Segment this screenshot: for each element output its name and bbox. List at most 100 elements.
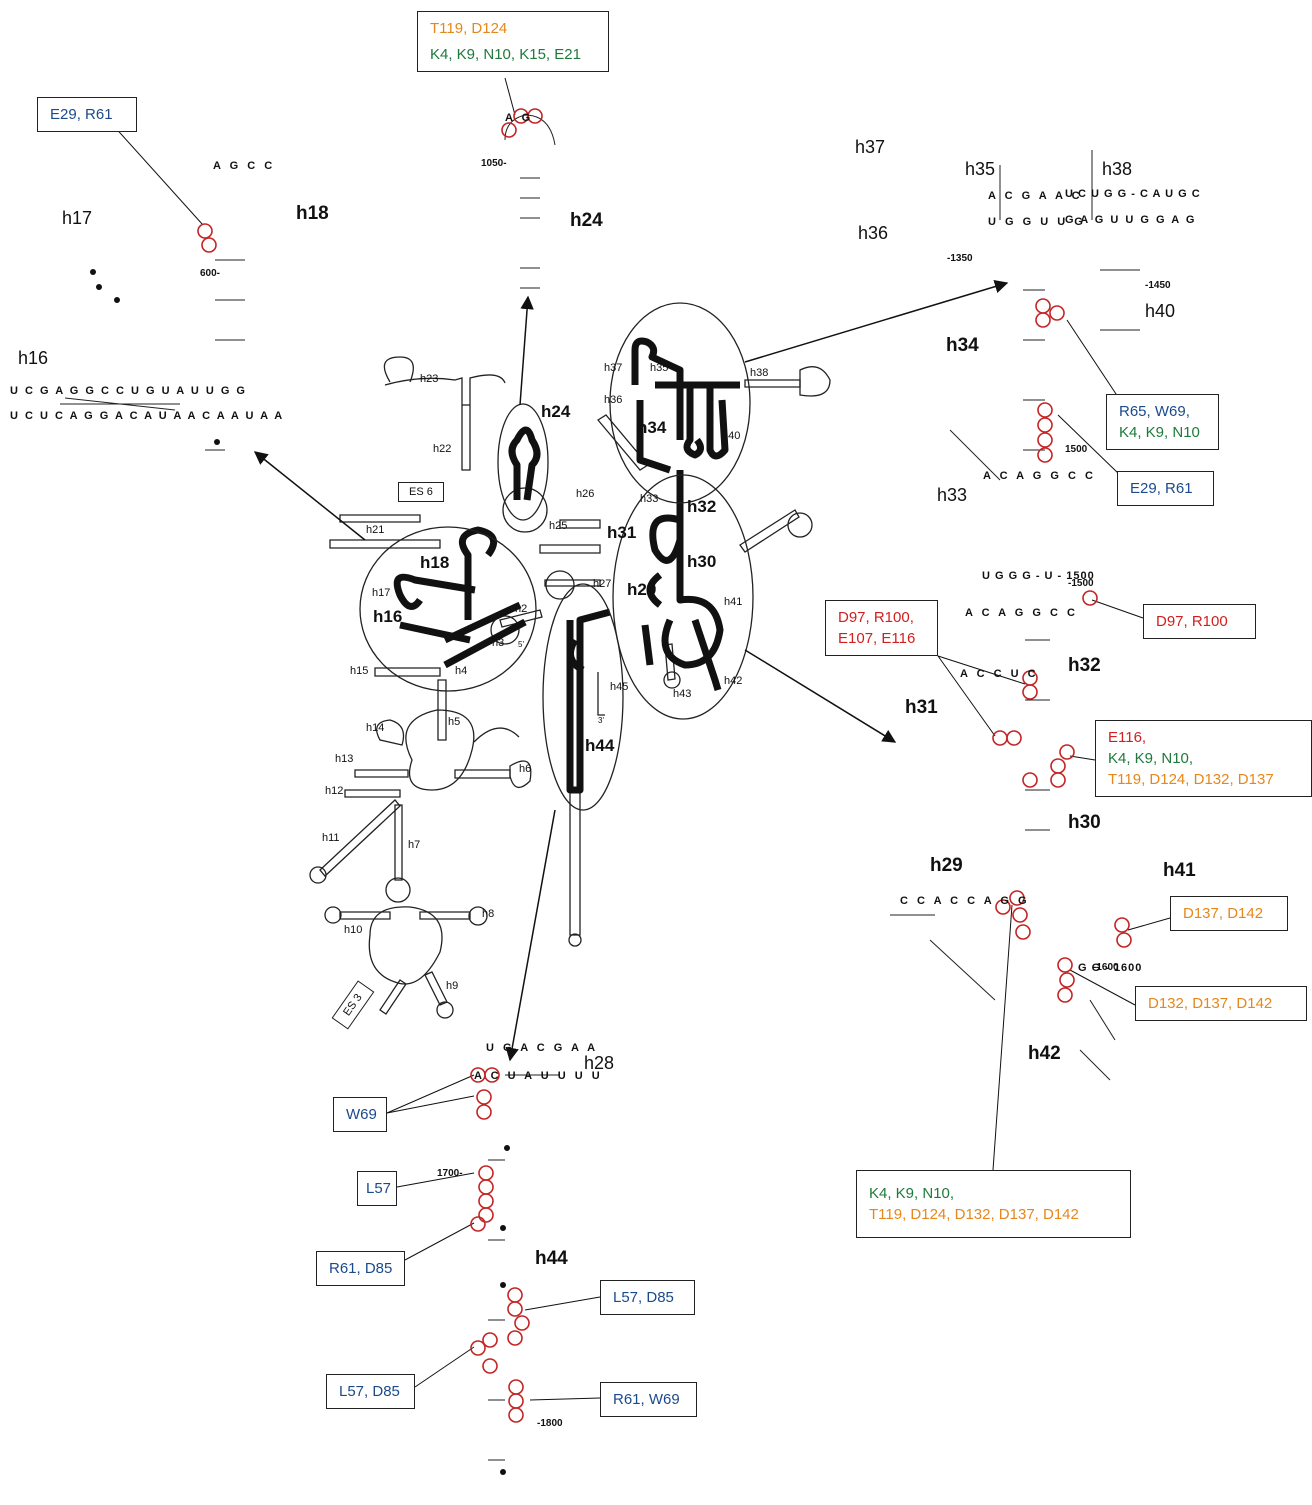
num-1450: -1450 [1145,280,1171,291]
es6-box: ES 6 [398,482,444,502]
h38-label: h38 [1102,159,1132,180]
h31-bottom-seq: A C C U C [960,668,1039,680]
map-h38: h38 [750,367,768,379]
h38-top-seq: U C U G G - C A U G C [1065,188,1201,200]
h24-callout: T119, D124 K4, K9, N10, K15, E21 [417,11,609,72]
h32-callout-1-line2: E107, E116 [838,628,925,649]
h44-callout-3: L57, D85 [600,1280,695,1315]
h40-label: h40 [1145,301,1175,322]
map-h44: h44 [585,736,614,756]
h18-label: h18 [296,203,329,225]
map-3prime: 3' [598,716,604,725]
h36-label: h36 [858,223,888,244]
map-h15: h15 [350,665,368,677]
h33-bottom-seq: A C A G G C C [983,470,1096,482]
h24-label: h24 [570,210,603,232]
map-h31: h31 [607,523,636,543]
map-h24: h24 [541,402,570,422]
h32-label: h32 [1068,655,1101,677]
h41-callout: D137, D142 [1170,896,1288,931]
map-h23: h23 [420,373,438,385]
h32-callout-1-line1: D97, R100, [838,607,925,628]
h32-callout-2: D97, R100 [1143,604,1256,639]
map-h34: h34 [637,418,666,438]
h34-callout-2: E29, R61 [1117,471,1214,506]
h18-callout: E29, R61 [37,97,137,132]
h42-top-seq: G G - 1600 [1078,962,1142,974]
h44-callout-5-line1: R61, W69 [613,1389,684,1410]
h33-label: h33 [937,485,967,506]
h30-callout: E116, K4, K9, N10, T119, D124, D132, D13… [1095,720,1312,797]
h34-callout-1: R65, W69, K4, K9, N10 [1106,394,1219,450]
num-1500a: 1500 [1065,444,1087,455]
map-h33: h33 [640,493,658,505]
h28-callout-line1: W69 [346,1104,374,1125]
h32-callout-1: D97, R100, E107, E116 [825,600,938,656]
h38-bottom-seq: G A G U U G G A G [1065,214,1196,226]
map-h26: h26 [576,488,594,500]
map-h35: h35 [650,362,668,374]
map-h18: h18 [420,553,449,573]
h18-loop-seq: A G C C [213,160,275,172]
h41-callout-line1: D137, D142 [1183,903,1275,924]
h17-label: h17 [62,208,92,229]
h16-top-seq: U C G A G G C C U G U A U U G G [10,385,247,397]
map-h30: h30 [687,552,716,572]
h44-callout-1-line1: L57 [366,1178,388,1199]
h37-label: h37 [855,137,885,158]
h29-top-seq: C C A C C A G G [900,895,1030,907]
map-h37: h37 [604,362,622,374]
h44-callout-2-line1: R61, D85 [329,1258,392,1279]
map-h6: h6 [519,763,531,775]
h16-label: h16 [18,348,48,369]
h44-callout-3-line1: L57, D85 [613,1287,682,1308]
h24-stem [505,115,555,288]
h30-callout-line2: K4, K9, N10, [1108,748,1299,769]
h44-callout-4-line1: L57, D85 [339,1381,402,1402]
map-h29: h29 [627,580,656,600]
h44-callout-4: L57, D85 [326,1374,415,1409]
map-h11: h11 [322,832,340,844]
num-1800: -1800 [537,1418,563,1429]
h30-callout-line3: T119, D124, D132, D137 [1108,769,1299,790]
map-h36: h36 [604,394,622,406]
h24-callout-line1: T119, D124 [430,18,596,39]
map-h7: h7 [408,839,420,851]
map-h43: h43 [673,688,691,700]
h28-top-seq: U G A C G A A [486,1042,598,1054]
num-1350: -1350 [947,253,973,264]
h29-callout-line2: T119, D124, D132, D137, D142 [869,1204,1118,1225]
num-1050: 1050- [481,158,507,169]
map-h32: h32 [687,497,716,517]
h35-label: h35 [965,159,995,180]
h29-callout-line1: K4, K9, N10, [869,1183,1118,1204]
h34-label: h34 [946,335,979,357]
h28-callout: W69 [333,1097,387,1132]
map-h12: h12 [325,785,343,797]
h34-callout-1-line1: R65, W69, [1119,401,1206,422]
h44-callout-2: R61, D85 [316,1251,405,1286]
num-600: 600- [200,268,220,279]
num-1700: 1700- [437,1168,463,1179]
h42-label: h42 [1028,1043,1061,1065]
map-h5: h5 [448,716,460,728]
map-5prime: 5' [518,640,524,649]
h42-callout-line1: D132, D137, D142 [1148,993,1294,1014]
h24-loop-seq: A G [505,112,533,124]
h42-callout: D132, D137, D142 [1135,986,1307,1021]
h24-callout-line2: K4, K9, N10, K15, E21 [430,44,596,65]
map-h42: h42 [724,675,742,687]
h16-bottom-seq: U C U C A G G A C A U A A C A A U A A [10,410,284,422]
h32-top-seq: U G G G - U - 1500 [982,570,1095,582]
h41-label: h41 [1163,860,1196,882]
h30-callout-line1: E116, [1108,727,1299,748]
map-h45: h45 [610,681,628,693]
h18-callout-line1: E29, R61 [50,104,124,125]
h28-bottom-seq: A C U A U U U U [474,1070,603,1082]
h32-bottom-seq: A C A G G C C [965,607,1078,619]
h29-callout: K4, K9, N10, T119, D124, D132, D137, D14… [856,1170,1131,1238]
map-h17: h17 [372,587,390,599]
map-h3: h3 [492,637,504,649]
map-h27: h27 [593,578,611,590]
map-h14: h14 [366,722,384,734]
